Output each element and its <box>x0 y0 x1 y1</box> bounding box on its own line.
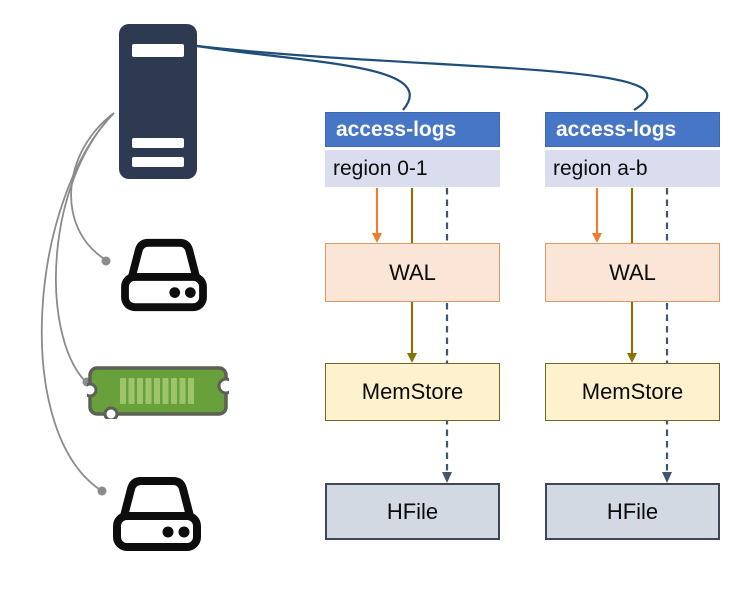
server-to-table1-connector <box>196 44 411 111</box>
table1-region-label: region 0-1 <box>325 150 500 187</box>
arrowhead <box>442 472 452 483</box>
server-slot <box>132 157 184 167</box>
table1-header: access-logs <box>325 112 500 147</box>
server-slot <box>132 44 184 57</box>
arrowhead <box>592 233 602 243</box>
server-tower-icon <box>119 24 197 179</box>
arrowhead <box>627 353 637 363</box>
table2-memstore-box: MemStore <box>545 363 720 421</box>
hard-drive-icon <box>121 238 207 312</box>
table2-header: access-logs <box>545 112 720 147</box>
arrowhead <box>662 472 672 483</box>
table2-region-label: region a-b <box>545 150 720 187</box>
server-slot <box>132 138 184 148</box>
server-to-table2-connector <box>196 44 649 111</box>
connector-endpoint-dot <box>101 256 111 266</box>
ram-memory-icon <box>87 366 229 419</box>
arrowhead <box>372 233 382 243</box>
server-to-disk-top-connector <box>70 112 115 259</box>
connector-endpoint-dot <box>97 486 107 496</box>
table1-memstore-box: MemStore <box>325 363 500 421</box>
server-to-disk-bottom-connector <box>40 112 115 490</box>
table1-wal-box: WAL <box>325 243 500 302</box>
hard-drive-icon <box>113 477 201 551</box>
table2-hfile-box: HFile <box>545 483 720 540</box>
arrowhead <box>407 353 417 363</box>
table2-wal-box: WAL <box>545 243 720 302</box>
table1-hfile-box: HFile <box>325 483 500 540</box>
